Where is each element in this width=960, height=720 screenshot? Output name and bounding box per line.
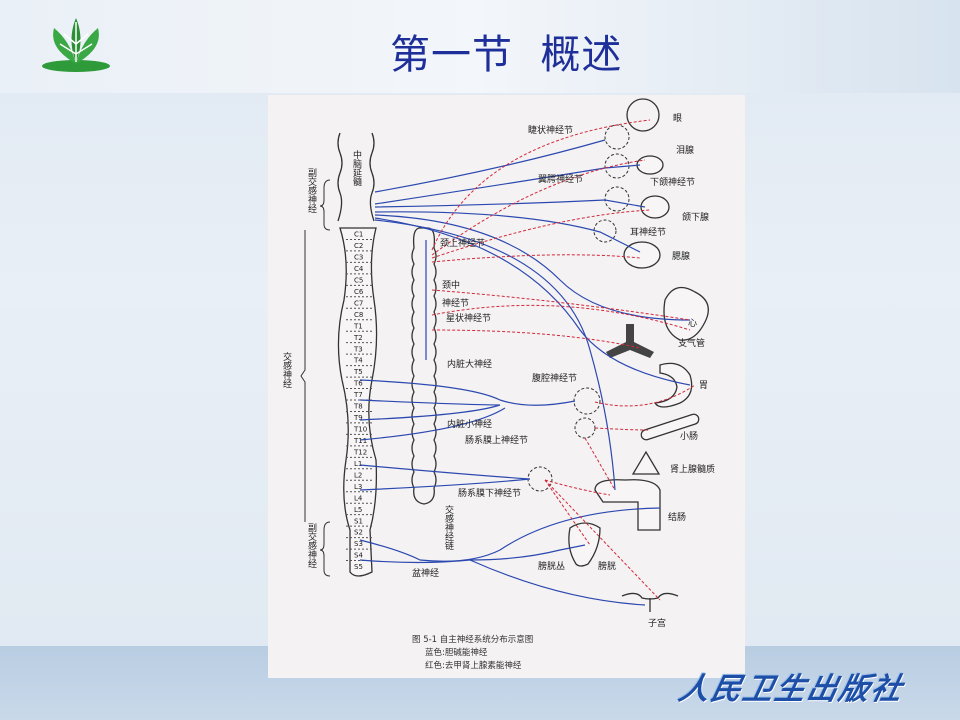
segment-label-T1: T1 bbox=[353, 322, 363, 330]
segment-label-T7: T7 bbox=[353, 391, 363, 399]
submandibular-gland-shape bbox=[640, 195, 670, 219]
brainstem-outline bbox=[337, 132, 375, 222]
heart-shape bbox=[663, 286, 709, 341]
sympathetic-chain bbox=[411, 227, 437, 505]
segment-label-L4: L4 bbox=[354, 494, 363, 502]
label-parasympathetic-cranial: 副交感神经 bbox=[306, 168, 317, 213]
label-midbrain-medulla: 中脑延髓 bbox=[351, 149, 362, 187]
segment-label-C7: C7 bbox=[354, 299, 363, 307]
lacrimal-gland-shape bbox=[636, 155, 664, 175]
label-uterus: 子宫 bbox=[648, 617, 666, 629]
segment-label-S1: S1 bbox=[354, 517, 363, 525]
label-superior-cervical-ganglion: 颈上神经节 bbox=[440, 237, 485, 249]
noradrenergic-nerves bbox=[431, 119, 696, 601]
label-submandibular-gland: 颌下腺 bbox=[682, 211, 709, 223]
ciliary-ganglion-shape bbox=[604, 124, 630, 150]
label-vesical-plexus: 膀胱丛 bbox=[538, 560, 565, 572]
label-colon: 结肠 bbox=[668, 511, 686, 523]
label-superior-mesenteric-ganglion: 肠系膜上神经节 bbox=[465, 434, 528, 446]
label-bladder: 膀胱 bbox=[598, 560, 616, 572]
stomach-shape bbox=[653, 362, 693, 408]
label-ciliary-ganglion: 睫状神经节 bbox=[528, 124, 573, 136]
legend-blue: 蓝色:胆碱能神经 bbox=[425, 647, 488, 658]
segment-label-T5: T5 bbox=[353, 368, 363, 376]
segment-label-S5: S5 bbox=[354, 563, 363, 571]
label-lesser-splanchnic: 内脏小神经 bbox=[447, 418, 492, 430]
segment-label-S3: S3 bbox=[354, 540, 363, 548]
bracket-parasympathetic-cranial bbox=[319, 179, 331, 231]
segment-label-C8: C8 bbox=[354, 311, 363, 319]
publisher-logo: 人民卫生出版社 bbox=[675, 672, 907, 707]
bracket-sympathetic bbox=[300, 230, 306, 522]
spinal-cord-outline bbox=[337, 227, 378, 577]
segment-label-T9: T9 bbox=[353, 414, 363, 422]
bronchus-shape bbox=[606, 324, 654, 358]
label-sympathetic: 交感神经 bbox=[281, 351, 292, 388]
segment-label-C2: C2 bbox=[354, 242, 363, 250]
header-band bbox=[0, 0, 960, 93]
label-eye: 眼 bbox=[673, 113, 682, 124]
logo-icon bbox=[42, 18, 110, 72]
segment-label-C5: C5 bbox=[354, 276, 363, 284]
label-greater-splanchnic: 内脏大神经 bbox=[447, 358, 492, 370]
segment-label-T10: T10 bbox=[353, 426, 367, 434]
label-otic-ganglion: 耳神经节 bbox=[630, 226, 666, 238]
label-adrenal-medulla: 肾上腺髓质 bbox=[670, 463, 715, 475]
parotid-gland-shape bbox=[623, 241, 661, 269]
label-celiac-ganglion: 腹腔神经节 bbox=[532, 372, 577, 384]
label-sympathetic-chain: 交感神经链 bbox=[443, 504, 454, 551]
label-parotid-gland: 腮腺 bbox=[672, 250, 690, 262]
otic-ganglion-shape bbox=[593, 219, 617, 243]
segment-label-T12: T12 bbox=[353, 448, 367, 456]
segment-label-L1: L1 bbox=[354, 460, 362, 468]
label-submandibular-ganglion: 下颌神经节 bbox=[650, 176, 695, 188]
submandibular-ganglion-shape bbox=[604, 186, 630, 212]
label-middle-cervical-2: 神经节 bbox=[442, 297, 469, 309]
label-inferior-mesenteric-ganglion: 肠系膜下神经节 bbox=[458, 487, 521, 499]
superior-mesenteric-ganglion-shape bbox=[574, 417, 596, 439]
segment-label-C1: C1 bbox=[354, 231, 363, 239]
bracket-parasympathetic-sacral bbox=[319, 521, 331, 577]
label-stomach: 胃 bbox=[699, 380, 708, 391]
label-lacrimal-gland: 泪腺 bbox=[676, 144, 694, 156]
label-pelvic-nerve: 盆神经 bbox=[412, 567, 439, 579]
adrenal-medulla-shape bbox=[631, 450, 661, 475]
label-stellate-ganglion: 星状神经节 bbox=[446, 312, 491, 324]
segment-label-T6: T6 bbox=[353, 380, 363, 388]
cholinergic-nerves bbox=[359, 139, 691, 606]
figure-caption: 图 5-1 自主神经系统分布示意图 bbox=[412, 634, 533, 645]
label-pterygopalatine-ganglion: 翼腭神经节 bbox=[538, 173, 583, 185]
segment-label-S4: S4 bbox=[354, 552, 363, 560]
label-heart: 心 bbox=[688, 318, 697, 329]
segment-label-T4: T4 bbox=[353, 357, 363, 365]
celiac-ganglion-shape bbox=[573, 387, 601, 415]
segment-label-C4: C4 bbox=[354, 265, 364, 273]
bladder-shape bbox=[568, 522, 601, 567]
segment-label-T11: T11 bbox=[353, 437, 367, 445]
segment-label-S2: S2 bbox=[354, 529, 363, 537]
segment-label-C6: C6 bbox=[354, 288, 364, 296]
label-small-intestine: 小肠 bbox=[680, 431, 698, 442]
segment-label-C3: C3 bbox=[354, 254, 363, 262]
segment-label-T3: T3 bbox=[353, 345, 363, 353]
small-intestine-shape bbox=[640, 413, 700, 441]
segment-label-L5: L5 bbox=[354, 506, 362, 514]
legend-red: 红色:去甲肾上腺素能神经 bbox=[425, 660, 522, 671]
segment-label-T8: T8 bbox=[353, 403, 363, 411]
eye-shape bbox=[626, 98, 660, 132]
uterus-shape bbox=[621, 592, 679, 612]
segment-label-L2: L2 bbox=[354, 471, 362, 479]
label-bronchus: 支气管 bbox=[678, 337, 705, 349]
slide-title: 第一节 概述 bbox=[390, 32, 623, 78]
colon-shape bbox=[594, 479, 661, 531]
label-parasympathetic-sacral: 副交感神经 bbox=[306, 523, 317, 568]
segment-label-L3: L3 bbox=[354, 483, 362, 491]
inferior-mesenteric-ganglion-shape bbox=[527, 466, 553, 492]
segment-label-T2: T2 bbox=[353, 334, 363, 342]
label-middle-cervical-1: 颈中 bbox=[442, 279, 460, 291]
